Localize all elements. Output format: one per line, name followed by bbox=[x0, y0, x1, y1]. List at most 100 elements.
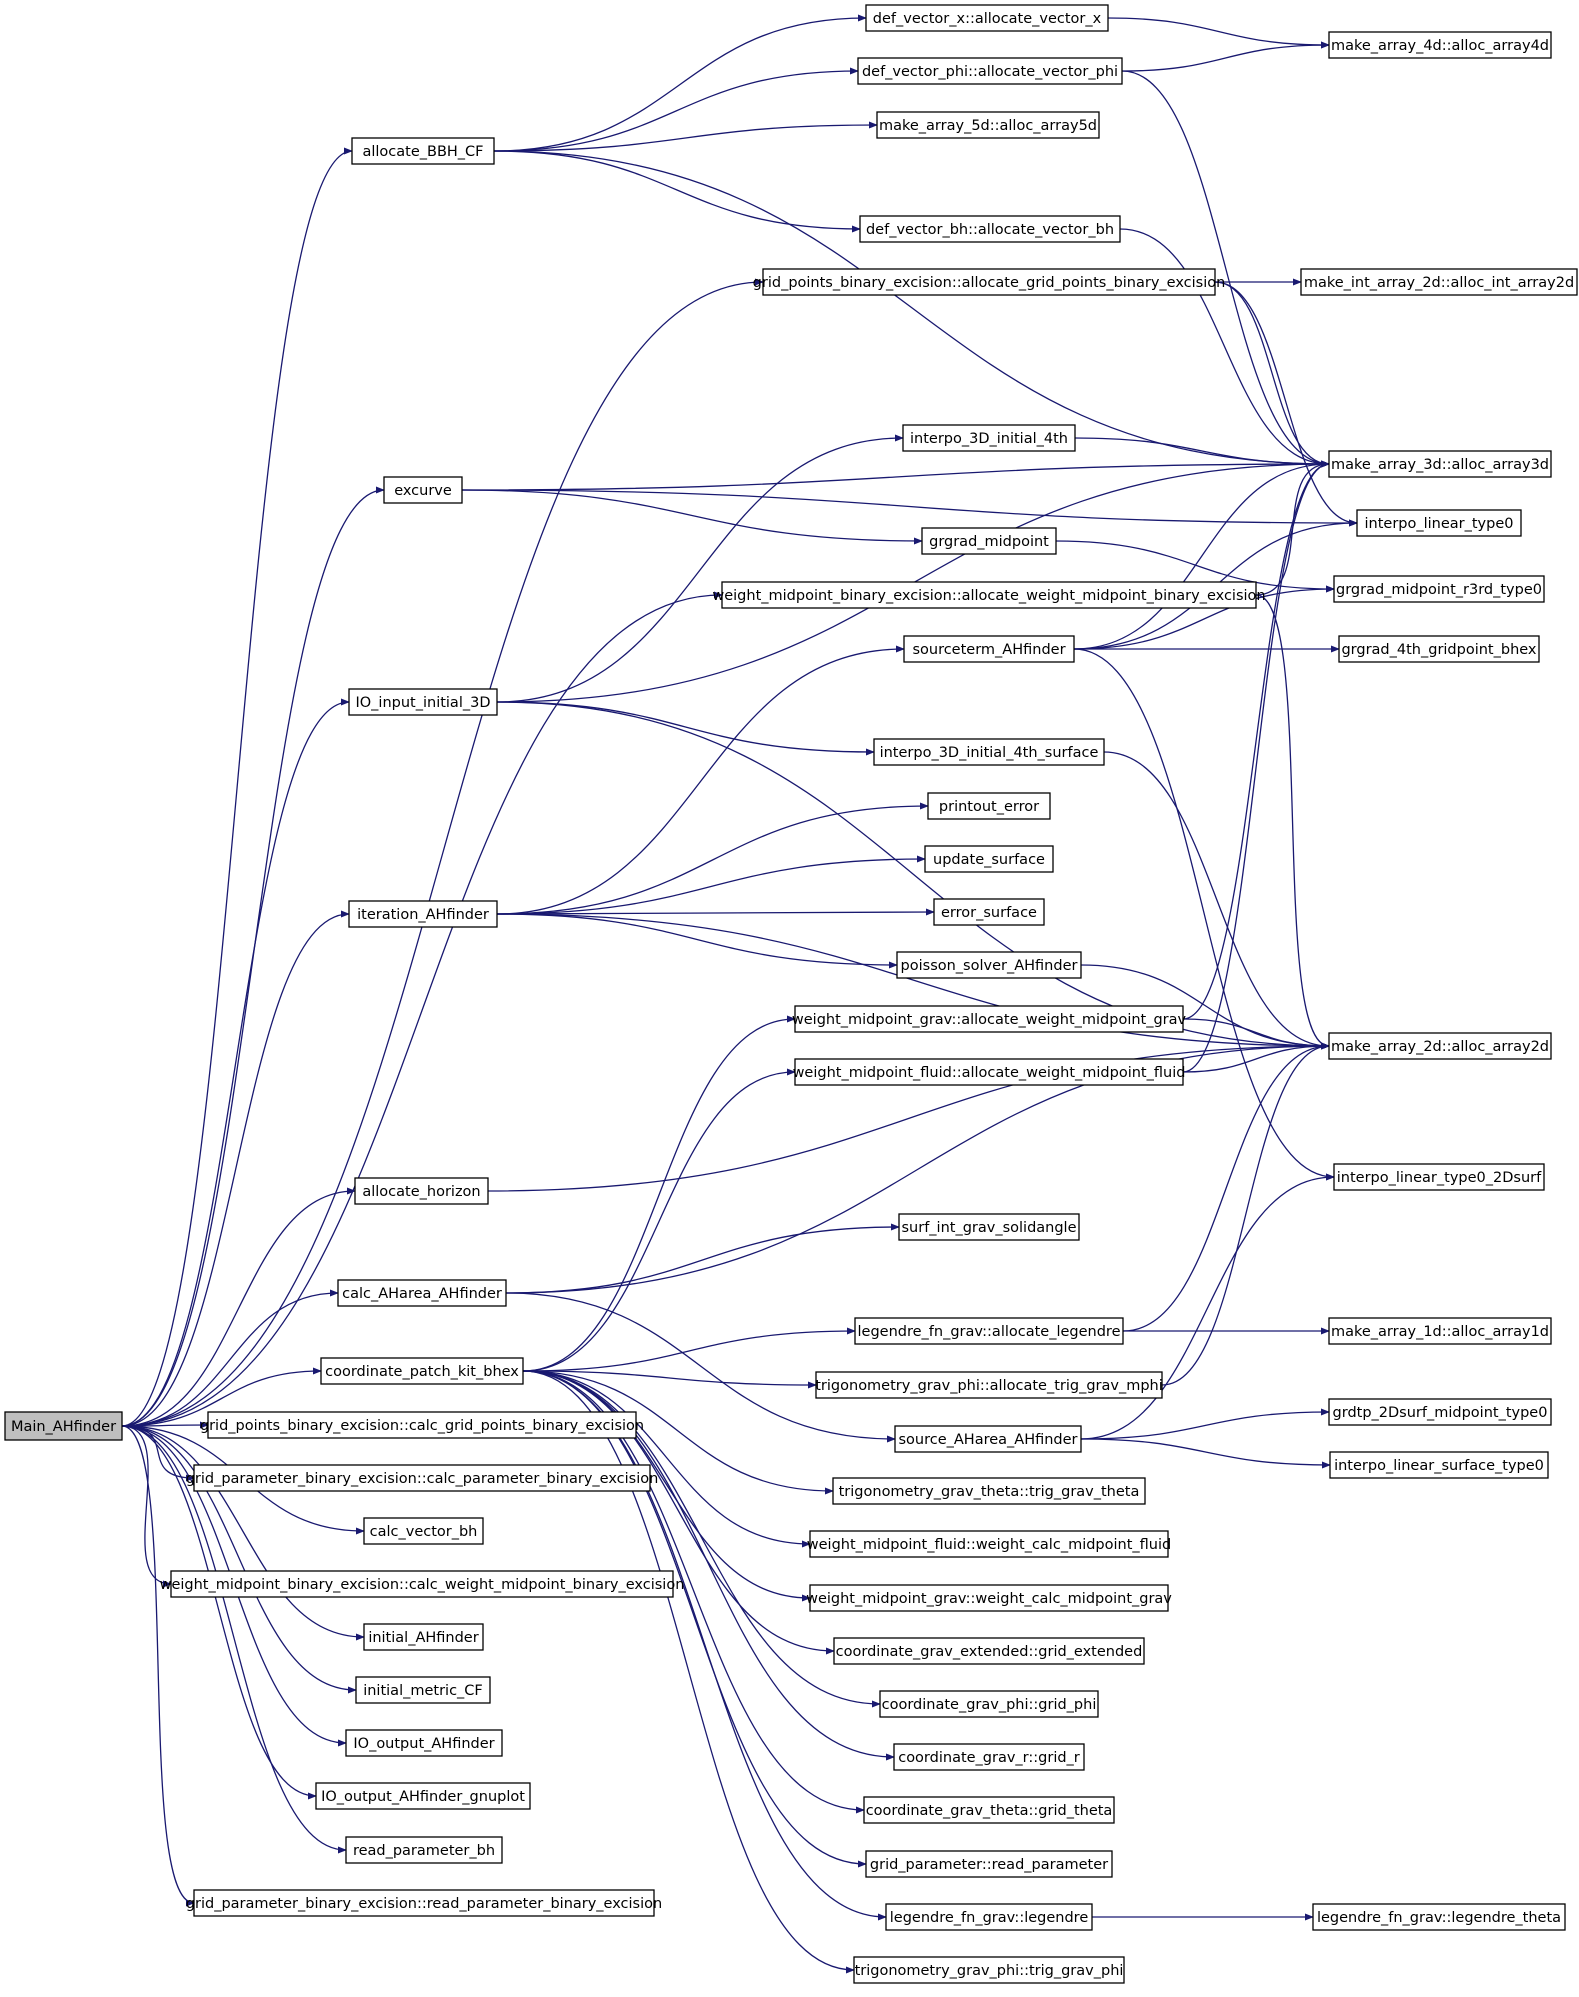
function-node[interactable]: weight_midpoint_grav::allocate_weight_mi… bbox=[792, 1005, 1187, 1033]
call-edge bbox=[461, 460, 1330, 491]
node-label: calc_vector_bh bbox=[370, 1524, 478, 1540]
function-node[interactable]: make_array_4d::alloc_array4d bbox=[1328, 31, 1552, 59]
node-box bbox=[762, 268, 1216, 296]
function-node[interactable]: excurve bbox=[383, 476, 463, 504]
function-node[interactable]: surf_int_grav_solidangle bbox=[898, 1213, 1080, 1241]
function-node[interactable]: grid_points_binary_excision::allocate_gr… bbox=[753, 268, 1226, 296]
call-edge bbox=[1214, 281, 1358, 527]
function-node[interactable]: trigonometry_grav_theta::trig_grav_theta bbox=[832, 1477, 1146, 1505]
function-node[interactable]: interpo_linear_type0 bbox=[1356, 509, 1522, 537]
function-node[interactable]: weight_midpoint_fluid::weight_calc_midpo… bbox=[807, 1530, 1171, 1558]
function-node[interactable]: IO_input_initial_3D bbox=[348, 688, 498, 716]
function-node[interactable]: weight_midpoint_binary_excision::allocat… bbox=[712, 581, 1266, 609]
node-label: interpo_linear_type0 bbox=[1365, 516, 1514, 532]
function-node[interactable]: read_parameter_bh bbox=[345, 1836, 503, 1864]
function-node[interactable]: interpo_3D_initial_4th_surface bbox=[873, 738, 1105, 766]
node-box bbox=[355, 1676, 491, 1704]
node-label: allocate_horizon bbox=[362, 1184, 480, 1200]
function-node[interactable]: initial_AHfinder bbox=[363, 1623, 484, 1651]
function-node[interactable]: error_surface bbox=[933, 898, 1045, 926]
call-edge bbox=[522, 1370, 817, 1389]
function-node[interactable]: make_array_3d::alloc_array3d bbox=[1328, 450, 1552, 478]
function-node[interactable]: coordinate_grav_r::grid_r bbox=[893, 1743, 1085, 1771]
function-node[interactable]: legendre_fn_grav::legendre bbox=[885, 1903, 1093, 1931]
function-node[interactable]: grgrad_midpoint bbox=[921, 527, 1057, 555]
node-box bbox=[863, 1796, 1115, 1824]
call-edge bbox=[487, 1042, 1330, 1192]
node-box bbox=[865, 4, 1109, 32]
node-label: legendre_fn_grav::legendre_theta bbox=[1317, 1910, 1561, 1926]
node-label: grid_points_binary_excision::allocate_gr… bbox=[753, 275, 1226, 291]
node-label: trigonometry_grav_theta::trig_grav_theta bbox=[839, 1484, 1140, 1500]
function-node[interactable]: grdtp_2Dsurf_midpoint_type0 bbox=[1328, 1398, 1552, 1426]
function-node[interactable]: grid_points_binary_excision::calc_grid_p… bbox=[200, 1411, 644, 1439]
node-box bbox=[924, 845, 1054, 873]
function-node[interactable]: allocate_horizon bbox=[354, 1177, 489, 1205]
function-node[interactable]: printout_error bbox=[927, 792, 1051, 820]
function-node[interactable]: grgrad_4th_gridpoint_bhex bbox=[1338, 635, 1540, 663]
function-node[interactable]: calc_AHarea_AHfinder bbox=[337, 1279, 507, 1307]
function-node[interactable]: source_AHarea_AHfinder bbox=[894, 1425, 1082, 1453]
function-node[interactable]: make_array_1d::alloc_array1d bbox=[1328, 1317, 1552, 1345]
function-node[interactable]: grgrad_midpoint_r3rd_type0 bbox=[1333, 575, 1545, 603]
node-label: coordinate_grav_phi::grid_phi bbox=[882, 1697, 1097, 1713]
node-label: grgrad_midpoint_r3rd_type0 bbox=[1336, 582, 1542, 598]
function-node[interactable]: weight_midpoint_grav::weight_calc_midpoi… bbox=[806, 1584, 1172, 1612]
function-node[interactable]: def_vector_bh::allocate_vector_bh bbox=[859, 215, 1121, 243]
node-box bbox=[337, 1279, 507, 1307]
node-label: surf_int_grav_solidangle bbox=[901, 1220, 1076, 1236]
function-node[interactable]: poisson_solver_AHfinder bbox=[896, 951, 1082, 979]
call-edge bbox=[1080, 1408, 1330, 1440]
function-node[interactable]: IO_output_AHfinder bbox=[345, 1729, 503, 1757]
node-label: read_parameter_bh bbox=[353, 1843, 495, 1859]
function-node[interactable]: grid_parameter::read_parameter bbox=[865, 1850, 1113, 1878]
node-label: coordinate_grav_theta::grid_theta bbox=[866, 1803, 1113, 1819]
function-node[interactable]: calc_vector_bh bbox=[363, 1517, 484, 1545]
function-node[interactable]: interpo_linear_type0_2Dsurf bbox=[1333, 1163, 1545, 1191]
node-box bbox=[363, 1517, 484, 1545]
node-label: weight_midpoint_grav::allocate_weight_mi… bbox=[792, 1012, 1187, 1028]
function-node[interactable]: coordinate_grav_theta::grid_theta bbox=[863, 1796, 1115, 1824]
function-node[interactable]: weight_midpoint_binary_excision::calc_we… bbox=[160, 1570, 685, 1598]
call-edge bbox=[1074, 437, 1330, 468]
call-edge bbox=[493, 121, 878, 152]
function-node[interactable]: legendre_fn_grav::legendre_theta bbox=[1312, 1903, 1566, 1931]
function-node[interactable]: grid_parameter_binary_excision::read_par… bbox=[186, 1889, 662, 1917]
function-node[interactable]: make_array_5d::alloc_array5d bbox=[876, 111, 1100, 139]
function-node[interactable]: def_vector_phi::allocate_vector_phi bbox=[857, 57, 1123, 85]
node-label: calc_AHarea_AHfinder bbox=[342, 1286, 502, 1302]
function-node[interactable]: allocate_BBH_CF bbox=[351, 137, 495, 165]
node-label: IO_output_AHfinder_gnuplot bbox=[321, 1789, 525, 1805]
call-edge bbox=[522, 1370, 895, 1761]
root-node[interactable]: Main_AHfinder bbox=[4, 1411, 123, 1441]
function-node[interactable]: def_vector_x::allocate_vector_x bbox=[865, 4, 1109, 32]
call-edge bbox=[496, 908, 935, 916]
function-node[interactable]: make_array_2d::alloc_array2d bbox=[1328, 1032, 1552, 1060]
node-box bbox=[903, 635, 1075, 663]
function-node[interactable]: legendre_fn_grav::allocate_legendre bbox=[854, 1317, 1124, 1345]
function-node[interactable]: coordinate_grav_extended::grid_extended bbox=[833, 1637, 1145, 1665]
function-node[interactable]: make_int_array_2d::alloc_int_array2d bbox=[1300, 268, 1578, 296]
function-node[interactable]: grid_parameter_binary_excision::calc_par… bbox=[186, 1464, 659, 1492]
function-node[interactable]: IO_output_AHfinder_gnuplot bbox=[315, 1782, 531, 1810]
call-edge bbox=[121, 278, 764, 1427]
function-node[interactable]: sourceterm_AHfinder bbox=[903, 635, 1075, 663]
node-label: weight_midpoint_binary_excision::allocat… bbox=[712, 588, 1265, 604]
function-node[interactable]: initial_metric_CF bbox=[355, 1676, 491, 1704]
function-node[interactable]: coordinate_grav_phi::grid_phi bbox=[879, 1690, 1099, 1718]
call-edge bbox=[1119, 228, 1330, 468]
function-node[interactable]: trigonometry_grav_phi::allocate_trig_gra… bbox=[815, 1371, 1163, 1399]
function-node[interactable]: coordinate_patch_kit_bhex bbox=[320, 1357, 524, 1385]
node-box bbox=[898, 1213, 1080, 1241]
function-node[interactable]: weight_midpoint_fluid::allocate_weight_m… bbox=[793, 1058, 1186, 1086]
call-edge bbox=[505, 1292, 896, 1443]
node-label: initial_AHfinder bbox=[368, 1630, 478, 1646]
function-node[interactable]: iteration_AHfinder bbox=[348, 900, 498, 928]
node-box bbox=[1328, 1398, 1552, 1426]
function-node[interactable]: interpo_linear_surface_type0 bbox=[1329, 1451, 1549, 1479]
node-label: error_surface bbox=[941, 905, 1037, 921]
function-node[interactable]: update_surface bbox=[924, 845, 1054, 873]
function-node[interactable]: interpo_3D_initial_4th bbox=[902, 424, 1076, 452]
call-edge bbox=[496, 645, 905, 915]
function-node[interactable]: trigonometry_grav_phi::trig_grav_phi bbox=[853, 1956, 1125, 1984]
